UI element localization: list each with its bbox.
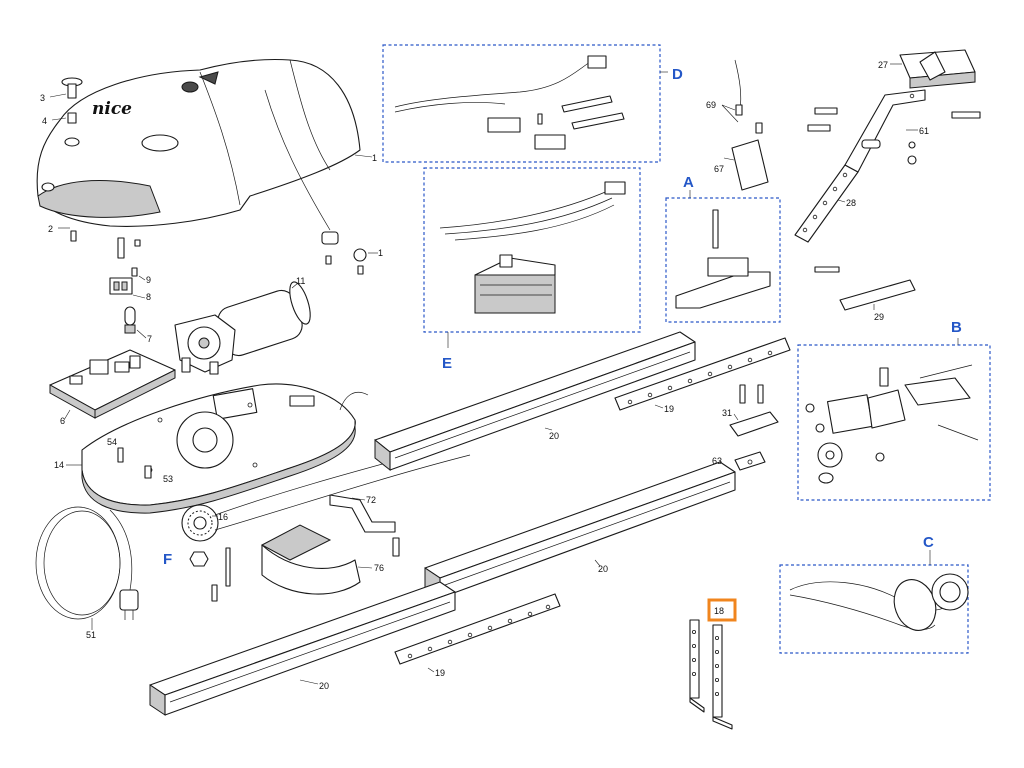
small-screws <box>117 237 141 277</box>
group-a-box <box>665 197 781 323</box>
drive-sprocket <box>181 504 219 542</box>
group-c-box <box>779 564 969 654</box>
callout-1b: 1 <box>378 248 383 258</box>
callout-18: 18 <box>714 606 724 616</box>
gear-motor <box>174 281 311 375</box>
callout-3: 3 <box>40 93 45 103</box>
callout-4: 4 <box>42 116 47 126</box>
control-board <box>49 349 176 419</box>
callout-27: 27 <box>878 60 888 70</box>
callout-76: 76 <box>374 563 384 573</box>
callout-31: 31 <box>722 408 732 418</box>
cable-bracket-67 <box>731 59 769 191</box>
motor-cover <box>36 58 361 227</box>
chain-guard <box>260 524 361 595</box>
callout-53: 53 <box>163 474 173 484</box>
door-bracket-27 <box>899 49 976 89</box>
callout-29: 29 <box>874 312 884 322</box>
rail-middle <box>424 461 736 599</box>
brand-logo-text: nice <box>92 99 132 119</box>
nuts-and-bolts <box>189 547 231 602</box>
callout-20-lower: 20 <box>319 681 329 691</box>
cover-screws <box>61 77 83 242</box>
callout-1: 1 <box>372 153 377 163</box>
callout-67: 67 <box>714 164 724 174</box>
cable-clips <box>321 231 367 275</box>
door-arm-28 <box>794 89 926 243</box>
highlighted-part-box <box>707 598 737 622</box>
rail-upper <box>374 331 696 472</box>
callout-20-middle: 20 <box>598 564 608 574</box>
callout-16: 16 <box>218 512 228 522</box>
group-letter-b: B <box>951 319 962 336</box>
bar-29 <box>814 266 916 311</box>
group-d-box <box>382 44 661 163</box>
perforated-strap-lower <box>394 593 561 665</box>
rail-lower <box>149 581 456 716</box>
motor-base-plate <box>81 383 356 514</box>
bracket-63 <box>734 451 766 471</box>
callout-69: 69 <box>706 100 716 110</box>
callout-6: 6 <box>60 416 65 426</box>
arrow-icon <box>198 71 219 85</box>
callout-2: 2 <box>48 224 53 234</box>
callout-7: 7 <box>147 334 152 344</box>
callout-51: 51 <box>86 630 96 640</box>
bracket-31 <box>729 384 779 437</box>
callout-8: 8 <box>146 292 151 302</box>
callout-14: 14 <box>54 460 64 470</box>
light-bulb <box>124 306 136 334</box>
group-letter-e: E <box>442 355 452 372</box>
callout-63: 63 <box>712 456 722 466</box>
bracket-72 <box>329 494 400 557</box>
callout-61: 61 <box>919 126 929 136</box>
bolts-top-right <box>807 107 981 165</box>
callout-20-upper: 20 <box>549 431 559 441</box>
callout-72: 72 <box>366 495 376 505</box>
callout-28: 28 <box>846 198 856 208</box>
group-letter-c: C <box>923 534 934 551</box>
group-letter-a: A <box>683 174 694 191</box>
power-cord <box>35 506 139 620</box>
callout-9: 9 <box>146 275 151 285</box>
group-letter-f: F <box>163 551 172 568</box>
group-b-box <box>797 344 991 501</box>
hanging-bracket-pair <box>689 619 733 730</box>
group-e-box <box>423 167 641 333</box>
callout-54: 54 <box>107 437 117 447</box>
group-letter-d: D <box>672 66 683 83</box>
callout-11: 11 <box>296 276 305 286</box>
callout-19-upper: 19 <box>664 404 674 414</box>
callout-19-lower: 19 <box>435 668 445 678</box>
terminal-block <box>109 277 133 295</box>
perforated-strap-upper <box>614 337 791 411</box>
